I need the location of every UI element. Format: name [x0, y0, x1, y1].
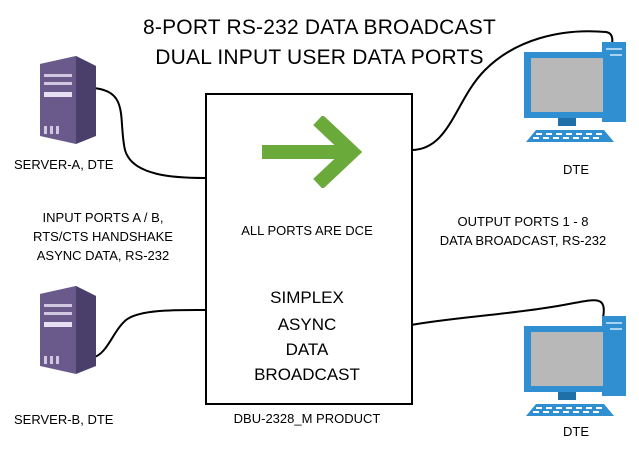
wire-terminal-bottom [410, 299, 605, 326]
computer-terminal-top-icon [524, 42, 626, 142]
diagram-title-line-2: DUAL INPUT USER DATA PORTS [155, 46, 484, 69]
device-function-line-2: ASYNC [277, 315, 337, 334]
wire-server-a [91, 87, 206, 179]
diagram-title-line-1: 8-PORT RS-232 DATA BROADCAST [143, 16, 496, 39]
dce-note: ALL PORTS ARE DCE [241, 223, 373, 238]
wire-server-b [91, 308, 206, 359]
device-function-line-1: SIMPLEX [270, 288, 344, 307]
input-ports-line-3: ASYNC DATA, RS-232 [36, 248, 170, 263]
server-a-icon [40, 56, 96, 144]
output-ports-line-1: OUTPUT PORTS 1 - 8 [457, 214, 589, 229]
terminal-top-label: DTE [563, 162, 589, 177]
input-ports-line-1: INPUT PORTS A / B, [42, 210, 164, 225]
output-ports-line-2: DATA BROADCAST, RS-232 [439, 233, 607, 248]
product-label: DBU-2328_M PRODUCT [233, 411, 381, 426]
device-function-line-3: DATA [285, 340, 329, 359]
computer-terminal-bottom-icon [524, 316, 626, 416]
device-function-line-4: BROADCAST [254, 365, 360, 384]
server-b-icon [40, 286, 96, 374]
server-a-label: SERVER-A, DTE [14, 157, 114, 172]
terminal-bottom-label: DTE [563, 424, 589, 439]
server-b-label: SERVER-B, DTE [14, 412, 114, 427]
input-ports-line-2: RTS/CTS HANDSHAKE [33, 229, 173, 244]
right-arrow-icon [262, 116, 363, 188]
wire-terminal-top [410, 30, 614, 151]
